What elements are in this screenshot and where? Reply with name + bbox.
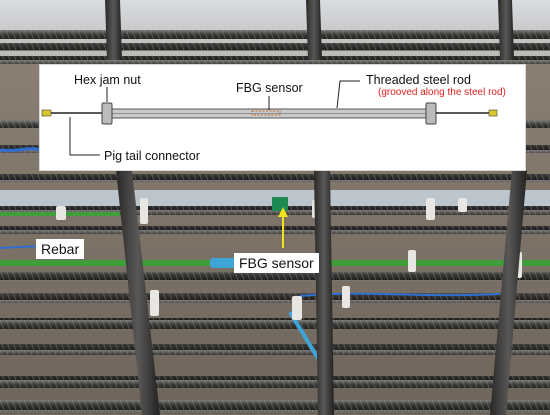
grooved-note-label: (grooved along the steel rod) xyxy=(378,87,506,98)
pig-tail-connector-tip-right xyxy=(488,109,498,117)
threaded-steel-rod-label: Threaded steel rod xyxy=(366,73,471,87)
hex-jam-nut-right xyxy=(425,102,437,125)
rod-leader xyxy=(336,80,360,109)
blue-fiber xyxy=(0,147,41,152)
installed-fbg-sensor-body xyxy=(272,197,288,211)
sensor-diagram-inset: Hex jam nut FBG sensor Threaded steel ro… xyxy=(40,65,525,170)
fbg-sensor-photo-label: FBG sensor xyxy=(234,253,319,273)
hex-jam-nut-left xyxy=(101,102,113,125)
lower-rebar-rows xyxy=(0,174,550,412)
sensor-diagram xyxy=(41,80,498,156)
pig-tail-connector-tip xyxy=(41,109,52,117)
pig-tail-connector-label: Pig tail connector xyxy=(104,149,200,163)
pig-tail-leader xyxy=(69,117,100,156)
hex-jam-nut-label: Hex jam nut xyxy=(74,73,141,87)
fbg-sensor-inset-label: FBG sensor xyxy=(236,81,303,95)
sensor-pointer-arrowhead xyxy=(278,207,288,217)
vertical-rebars xyxy=(105,0,527,415)
fbg-grating xyxy=(251,110,281,116)
rebar-label: Rebar xyxy=(36,239,85,259)
